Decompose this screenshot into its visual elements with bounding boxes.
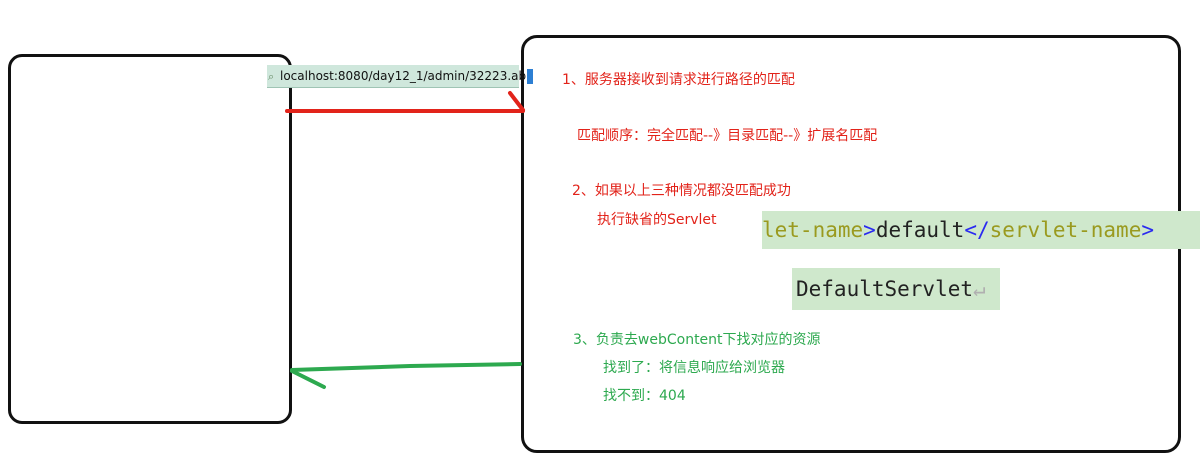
code-gt: >: [863, 218, 876, 242]
code-close-gt: >: [1141, 218, 1154, 242]
step1-text: 1、服务器接收到请求进行路径的匹配: [562, 72, 795, 88]
step3-text: 3、负责去webContent下找对应的资源: [573, 332, 821, 348]
code-tag-tail: let-name: [762, 218, 864, 242]
step2-text: 2、如果以上三种情况都没匹配成功: [572, 183, 791, 199]
request-arrow-head: [508, 91, 525, 112]
response-arrow-head: [290, 369, 326, 389]
code-close-open: </: [964, 218, 990, 242]
response-arrow-line: [290, 362, 522, 372]
url-bar[interactable]: ⌕ localhost:8080/day12_1/admin/32223.ab: [267, 65, 534, 88]
code-close-tag: servlet-name: [989, 218, 1142, 242]
code-value: default: [875, 218, 965, 242]
step2-default-servlet-text: 执行缺省的Servlet: [597, 212, 717, 228]
code-class-value: DefaultServlet: [796, 277, 974, 301]
code-servlet-name-line: let-name>default</servlet-name>: [762, 211, 1200, 249]
url-text: localhost:8080/day12_1/admin/32223.ab: [280, 69, 527, 83]
match-order-text: 匹配顺序：完全匹配--》目录匹配--》扩展名匹配: [577, 128, 878, 144]
step3-found-text: 找到了：将信息响应给浏览器: [603, 360, 785, 376]
magnifier-icon: ⌕: [268, 70, 275, 83]
text-cursor: [527, 69, 534, 84]
browser-box: [8, 54, 292, 424]
code-servlet-class-line: DefaultServlet↵: [792, 268, 1000, 310]
step3-notfound-text: 找不到：404: [603, 388, 686, 404]
code-line-break-mark: ↵: [973, 277, 986, 301]
